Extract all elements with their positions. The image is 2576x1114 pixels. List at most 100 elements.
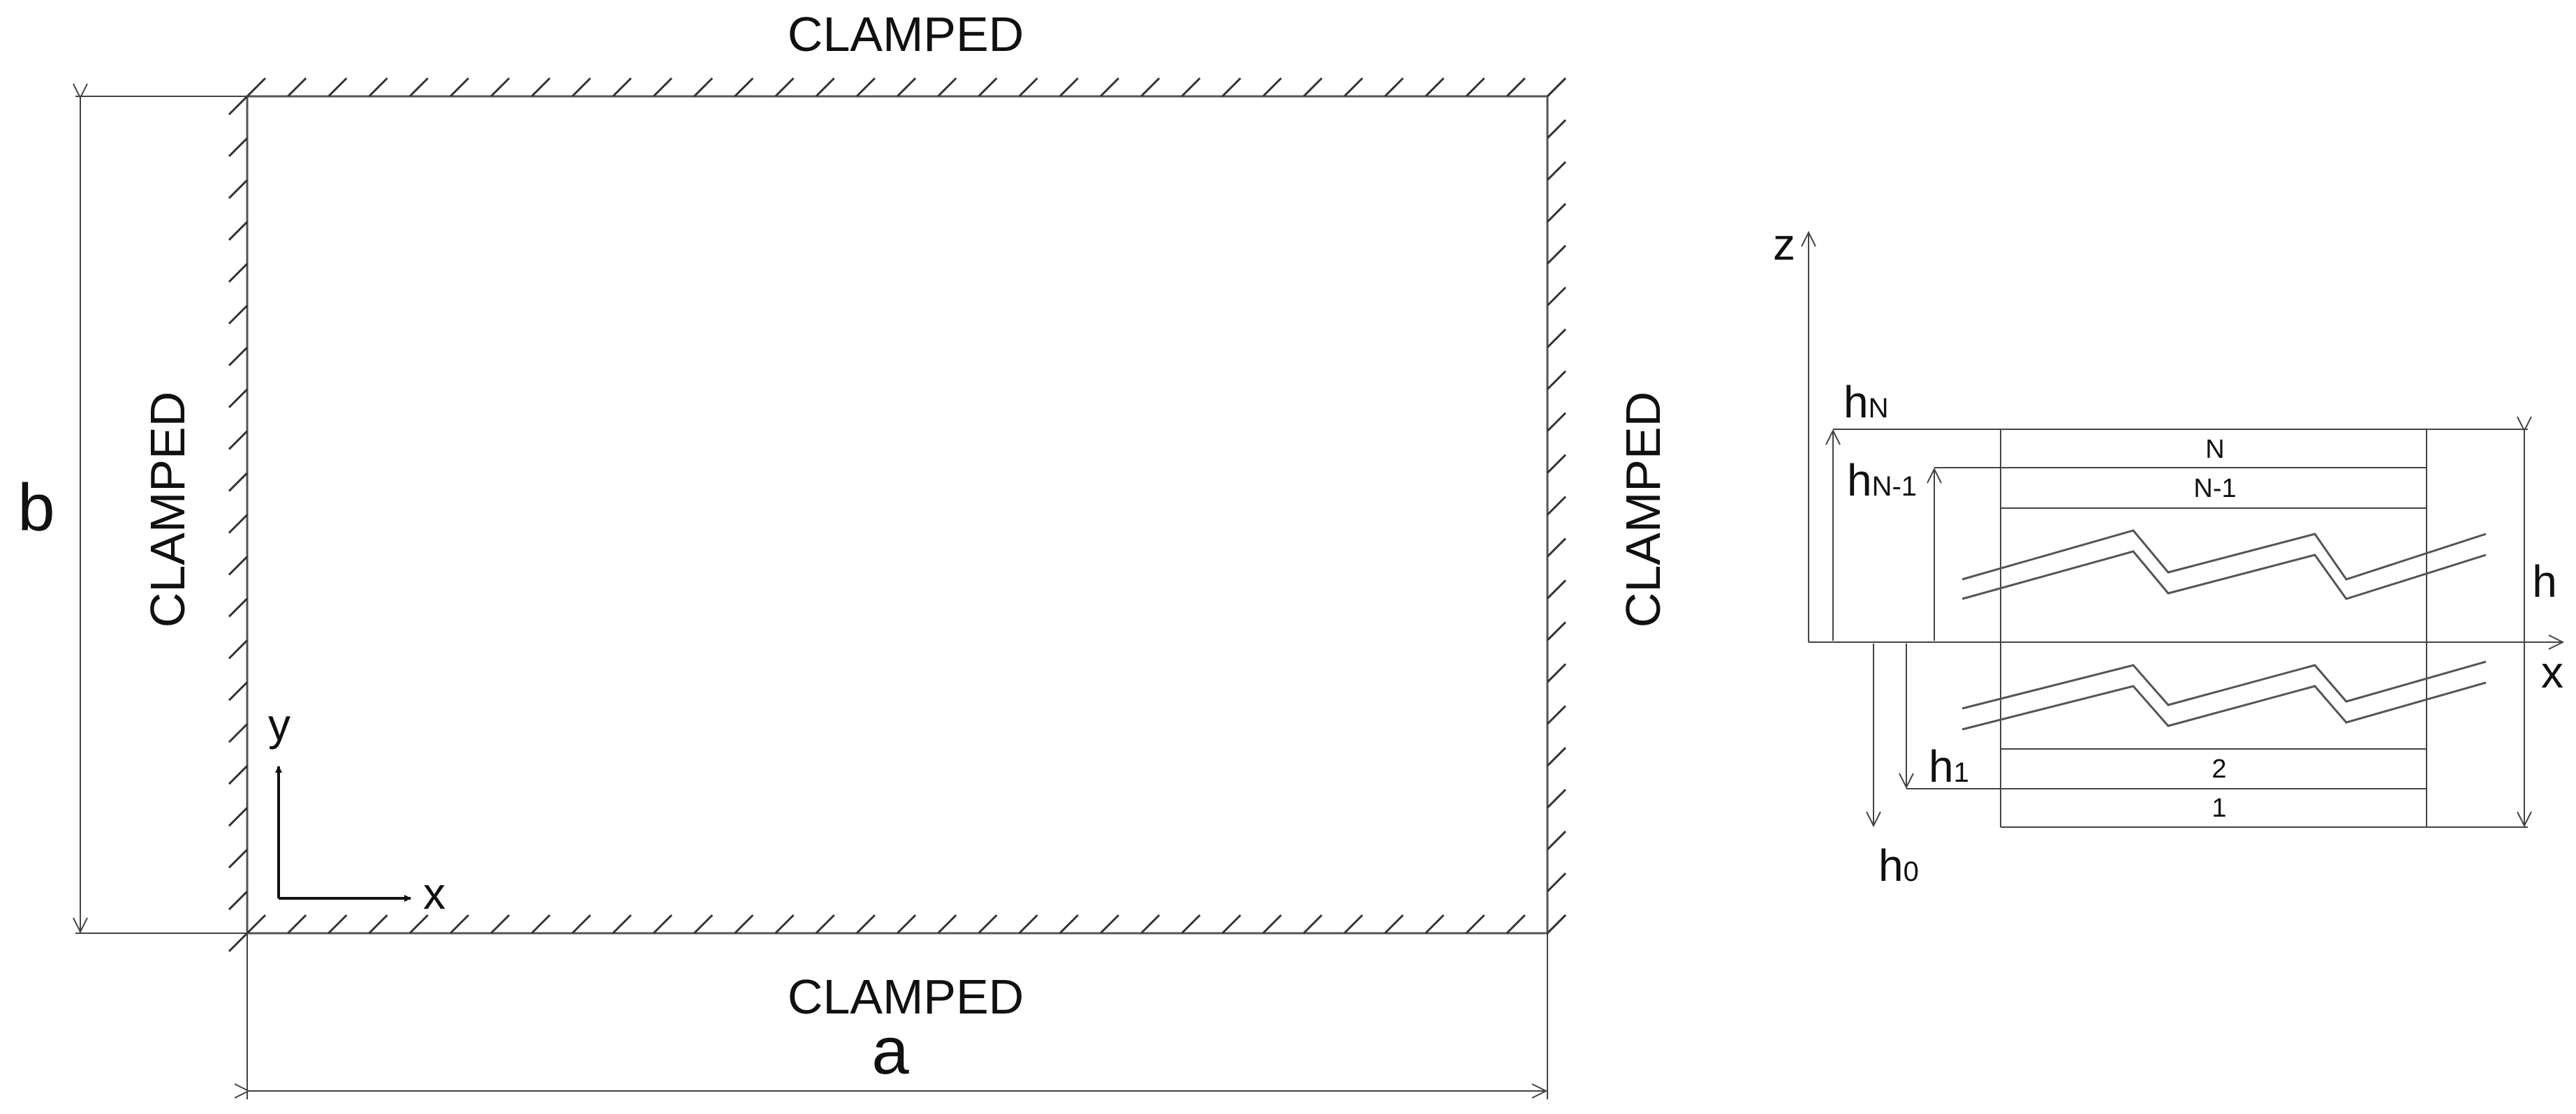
coord-hN-1-sub: N-1 bbox=[1872, 471, 1917, 502]
hatch-mark-bottom bbox=[652, 914, 672, 935]
hatch-mark-right bbox=[1546, 663, 1567, 683]
edge-label-left: CLAMPED bbox=[140, 392, 195, 627]
hatch-mark-right bbox=[1546, 412, 1567, 432]
hatch-mark-left bbox=[228, 556, 249, 576]
hatch-mark-right bbox=[1546, 621, 1567, 641]
x-axis-label: x bbox=[423, 868, 446, 919]
hatch-mark-right bbox=[1546, 831, 1567, 851]
hatch-mark-right bbox=[1546, 161, 1567, 181]
hatch-mark-top bbox=[652, 77, 672, 98]
hatch-mark-right bbox=[1546, 789, 1567, 809]
hatch-top-edge bbox=[246, 77, 1567, 98]
hatch-mark-top bbox=[1262, 77, 1282, 98]
thickness-label-h: h bbox=[2532, 556, 2557, 607]
coord-h1-base: h bbox=[1929, 741, 1954, 792]
hatch-mark-right bbox=[1546, 370, 1567, 390]
hatch-mark-left bbox=[228, 765, 249, 785]
hatch-mark-bottom bbox=[571, 914, 591, 935]
hatch-left-edge bbox=[228, 95, 249, 953]
break-line-upper-2 bbox=[1962, 550, 2487, 600]
hatch-mark-top bbox=[896, 77, 917, 98]
hatch-mark-right bbox=[1546, 747, 1567, 767]
hatch-mark-left bbox=[228, 514, 249, 534]
hatch-bottom-edge bbox=[246, 914, 1567, 935]
hatch-mark-top bbox=[1506, 77, 1526, 98]
coord-hN-1-base: h bbox=[1847, 455, 1872, 505]
hatch-mark-top bbox=[1425, 77, 1445, 98]
hatch-mark-left bbox=[228, 430, 249, 450]
coord-hN-base: h bbox=[1843, 377, 1869, 427]
hatch-mark-bottom bbox=[1059, 914, 1079, 935]
break-line-upper-1 bbox=[1962, 529, 2487, 581]
hatch-mark-top bbox=[693, 77, 714, 98]
hatch-mark-top bbox=[1018, 77, 1038, 98]
hatch-mark-top bbox=[937, 77, 957, 98]
coord-h0-base: h bbox=[1878, 840, 1904, 891]
plate-view: CLAMPED CLAMPED CLAMPED CLAMPED b a y x bbox=[17, 7, 1670, 1099]
hatch-mark-bottom bbox=[1262, 914, 1282, 935]
hatch-mark-top bbox=[1344, 77, 1364, 98]
hatch-mark-top bbox=[449, 77, 469, 98]
coord-h0-sub: 0 bbox=[1904, 856, 1919, 887]
hatch-mark-top bbox=[327, 77, 348, 98]
plate-outline bbox=[246, 95, 1549, 935]
hatch-mark-bottom bbox=[815, 914, 835, 935]
hatch-mark-right bbox=[1546, 496, 1567, 516]
hatch-mark-left bbox=[228, 137, 249, 158]
hatch-mark-right bbox=[1546, 579, 1567, 600]
hatch-mark-top bbox=[490, 77, 510, 98]
hatch-mark-right bbox=[1546, 119, 1567, 140]
hatch-mark-right bbox=[1546, 202, 1567, 223]
edge-label-bottom: CLAMPED bbox=[788, 970, 1024, 1024]
hatch-mark-left bbox=[228, 346, 249, 366]
hatch-mark-bottom bbox=[490, 914, 510, 935]
hatch-mark-top bbox=[368, 77, 388, 98]
hatch-mark-left bbox=[228, 388, 249, 408]
hatch-mark-top bbox=[815, 77, 835, 98]
hatch-mark-bottom bbox=[612, 914, 632, 935]
hatch-mark-bottom bbox=[693, 914, 714, 935]
hatch-mark-left bbox=[228, 597, 249, 618]
break-line-lower-1 bbox=[1962, 660, 2487, 710]
y-axis-label: y bbox=[268, 699, 290, 750]
coord-h1-label: h1 bbox=[1929, 741, 1969, 792]
hatch-mark-bottom bbox=[1099, 914, 1119, 935]
hatch-right-edge bbox=[1546, 77, 1567, 935]
hatch-mark-bottom bbox=[774, 914, 795, 935]
hatch-mark-left bbox=[228, 221, 249, 241]
coord-h0-label: h0 bbox=[1878, 840, 1919, 891]
coord-h1-sub: 1 bbox=[1954, 757, 1969, 788]
hatch-mark-right bbox=[1546, 454, 1567, 474]
hatch-mark-right bbox=[1546, 328, 1567, 348]
hatch-mark-top bbox=[1140, 77, 1161, 98]
hatch-mark-top bbox=[287, 77, 307, 98]
hatch-mark-left bbox=[228, 179, 249, 199]
hatch-mark-top bbox=[1221, 77, 1242, 98]
hatch-mark-bottom bbox=[1465, 914, 1485, 935]
hatch-mark-top bbox=[734, 77, 754, 98]
hatch-mark-bottom bbox=[855, 914, 876, 935]
break-line-lower-2 bbox=[1962, 681, 2487, 731]
hatch-mark-bottom bbox=[409, 914, 429, 935]
dimension-b-label: b bbox=[17, 470, 54, 545]
hatch-mark-bottom bbox=[734, 914, 754, 935]
hatch-mark-right bbox=[1546, 705, 1567, 725]
hatch-mark-left bbox=[228, 262, 249, 283]
hatch-mark-right bbox=[1546, 77, 1567, 98]
hatch-mark-left bbox=[228, 932, 249, 953]
hatch-mark-bottom bbox=[937, 914, 957, 935]
hatch-mark-top bbox=[409, 77, 429, 98]
hatch-mark-top bbox=[246, 77, 267, 98]
hatch-mark-left bbox=[228, 304, 249, 325]
hatch-mark-left bbox=[228, 95, 249, 116]
hatch-mark-bottom bbox=[368, 914, 388, 935]
edge-label-right: CLAMPED bbox=[1616, 392, 1670, 627]
z-axis-label: z bbox=[1773, 219, 1795, 269]
hatch-mark-top bbox=[978, 77, 998, 98]
hatch-mark-top bbox=[1059, 77, 1079, 98]
hatch-mark-bottom bbox=[246, 914, 267, 935]
coord-hN-sub: N bbox=[1869, 393, 1889, 424]
coord-hN-label: hN bbox=[1843, 377, 1888, 427]
hatch-mark-bottom bbox=[1140, 914, 1161, 935]
